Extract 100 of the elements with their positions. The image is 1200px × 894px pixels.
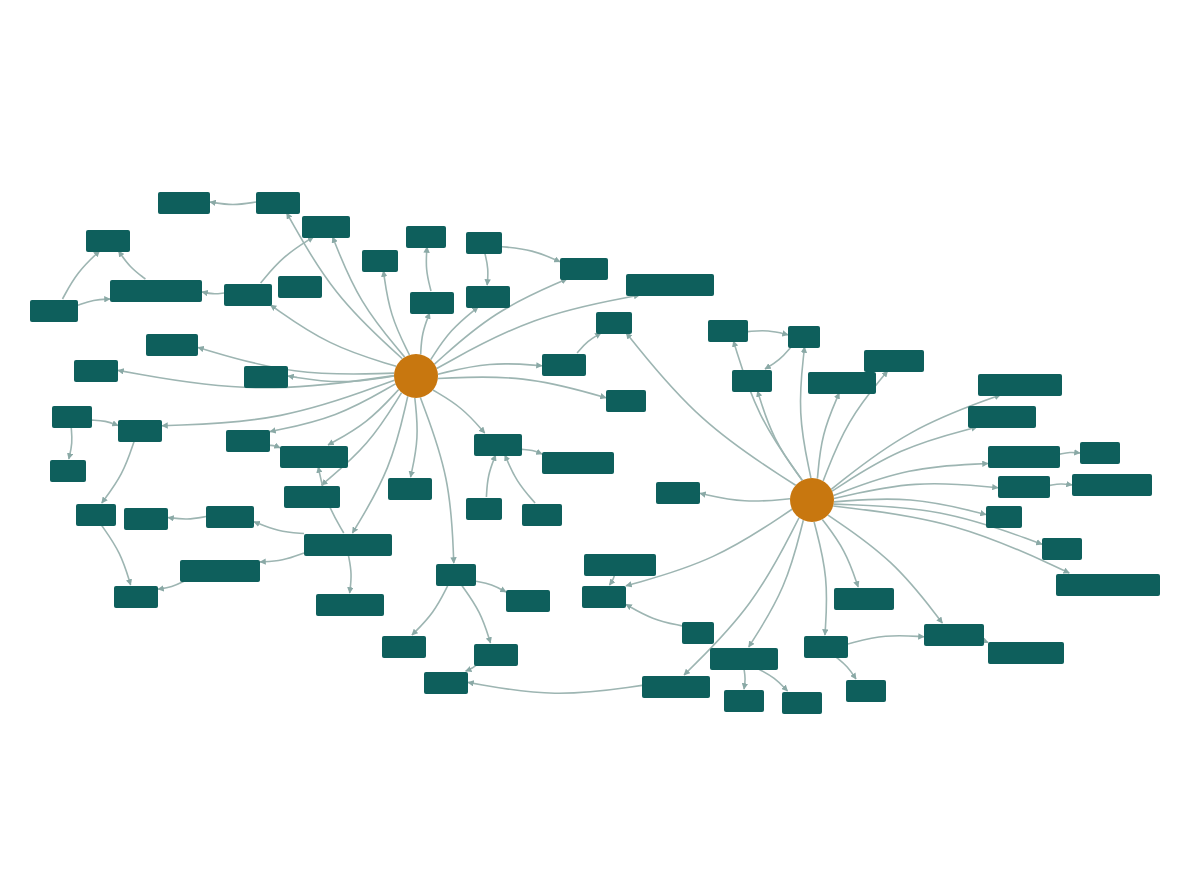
arrow bbox=[432, 389, 486, 434]
arrow bbox=[253, 520, 305, 535]
arrow bbox=[381, 270, 411, 356]
arrow bbox=[117, 368, 395, 389]
node-box bbox=[986, 505, 1022, 527]
arrow bbox=[429, 306, 479, 361]
node-box bbox=[1072, 473, 1152, 495]
arrow bbox=[419, 312, 431, 356]
node-box bbox=[1056, 573, 1160, 595]
arrow bbox=[764, 346, 792, 370]
arrow bbox=[167, 515, 207, 522]
arrow bbox=[484, 252, 491, 286]
arrow bbox=[61, 250, 101, 300]
node-box bbox=[708, 319, 748, 341]
hub-circle bbox=[394, 354, 438, 398]
node-box bbox=[978, 373, 1062, 395]
node-box bbox=[924, 623, 984, 645]
arrow bbox=[608, 574, 616, 586]
node-box bbox=[782, 691, 822, 713]
node-box bbox=[410, 291, 454, 313]
node-box bbox=[582, 585, 626, 607]
node-box bbox=[998, 475, 1050, 497]
arrow bbox=[747, 330, 789, 337]
arrow bbox=[847, 633, 925, 645]
arrow bbox=[269, 304, 398, 368]
node-box bbox=[788, 325, 820, 347]
arrow bbox=[351, 395, 409, 534]
node-box bbox=[114, 585, 158, 607]
arrow bbox=[732, 340, 804, 482]
node-box bbox=[864, 349, 924, 371]
node-box bbox=[466, 231, 502, 253]
arrow bbox=[435, 292, 641, 370]
node-box bbox=[522, 503, 562, 525]
arrow bbox=[419, 396, 457, 564]
arrow bbox=[576, 332, 602, 354]
arrow bbox=[741, 668, 749, 690]
arrow bbox=[209, 199, 257, 207]
arrow bbox=[91, 419, 119, 427]
arrow bbox=[408, 397, 418, 478]
arrow bbox=[831, 425, 978, 492]
node-box bbox=[388, 477, 432, 499]
node-box bbox=[76, 503, 116, 525]
node-box bbox=[466, 285, 510, 307]
node-box bbox=[596, 311, 632, 333]
node-box bbox=[1042, 537, 1082, 559]
arrow bbox=[117, 250, 147, 280]
arrow bbox=[467, 680, 643, 694]
arrow bbox=[464, 664, 478, 672]
arrow bbox=[813, 521, 829, 636]
arrow bbox=[259, 552, 305, 565]
arrow bbox=[683, 516, 800, 676]
arrow bbox=[259, 236, 315, 284]
node-box bbox=[1080, 441, 1120, 463]
arrow bbox=[835, 656, 857, 680]
arrow bbox=[485, 454, 497, 498]
node-box bbox=[382, 635, 426, 657]
node-box bbox=[710, 647, 778, 669]
node-box bbox=[52, 405, 92, 427]
arrow bbox=[320, 391, 403, 486]
node-box bbox=[110, 279, 202, 301]
arrow bbox=[67, 426, 74, 460]
node-box bbox=[180, 559, 260, 581]
arrow bbox=[269, 442, 281, 449]
node-box bbox=[146, 333, 198, 355]
node-box bbox=[988, 445, 1060, 467]
arrow bbox=[799, 346, 812, 479]
arrow bbox=[816, 392, 840, 480]
arrow bbox=[100, 524, 132, 586]
arrow bbox=[197, 346, 395, 375]
arrow bbox=[423, 246, 432, 292]
node-box bbox=[406, 225, 446, 247]
arrow bbox=[625, 332, 797, 487]
node-box bbox=[732, 369, 772, 391]
node-box bbox=[224, 283, 272, 305]
node-box bbox=[30, 299, 78, 321]
arrow bbox=[475, 580, 507, 593]
node-box bbox=[466, 497, 502, 519]
arrow bbox=[287, 373, 395, 383]
arrow bbox=[269, 383, 397, 434]
node-box bbox=[968, 405, 1036, 427]
arrow bbox=[821, 518, 860, 588]
node-box bbox=[642, 675, 710, 697]
arrow bbox=[757, 668, 789, 692]
node-box bbox=[584, 553, 656, 575]
arrow bbox=[521, 448, 543, 455]
hub-circle bbox=[790, 478, 834, 522]
arrow bbox=[827, 514, 944, 624]
node-box bbox=[846, 679, 886, 701]
node-box bbox=[834, 587, 894, 609]
arrow bbox=[832, 460, 989, 497]
arrow bbox=[331, 236, 406, 358]
node-box bbox=[74, 359, 118, 381]
node-box bbox=[124, 507, 168, 529]
arrow bbox=[77, 296, 111, 307]
node-box bbox=[542, 353, 586, 375]
node-box bbox=[316, 593, 384, 615]
arrow bbox=[157, 580, 186, 592]
node-box bbox=[808, 371, 876, 393]
node-box bbox=[158, 191, 210, 213]
node-box bbox=[86, 229, 130, 251]
